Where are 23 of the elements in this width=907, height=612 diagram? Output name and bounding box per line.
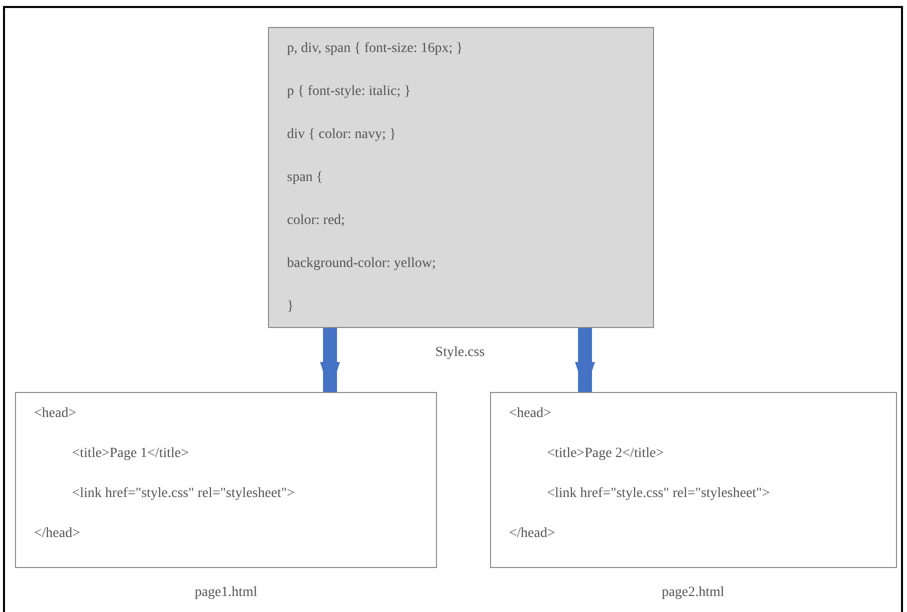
code-line: <link href="style.css" rel="stylesheet"> [547,485,770,503]
code-line: background-color: yellow; [287,255,436,273]
arrow [575,328,595,392]
code-line: </head> [34,525,80,543]
arrow [320,328,340,392]
code-line: <head> [34,405,76,423]
code-line: <link href="style.css" rel="stylesheet"> [72,485,295,503]
file-name: page2.html [662,584,724,602]
file-name: page1.html [194,584,258,602]
file-name: Style.css [435,344,485,362]
code-line: p, div, span { font-size: 16px; } [287,40,463,58]
code-line: <title>Page 1</title> [72,445,189,463]
code-line: color: red; [287,212,345,230]
code-line: p { font-style: italic; } [287,83,411,101]
code-box [268,27,654,328]
code-line: </head> [509,525,556,543]
code-box [490,392,897,568]
code-line: <head> [509,405,552,423]
code-box [15,392,437,568]
code-line: <title>Page 2</title> [547,445,664,463]
code-line: span { [287,169,323,187]
code-line: div { color: navy; } [287,126,396,144]
code-line: } [287,298,294,316]
